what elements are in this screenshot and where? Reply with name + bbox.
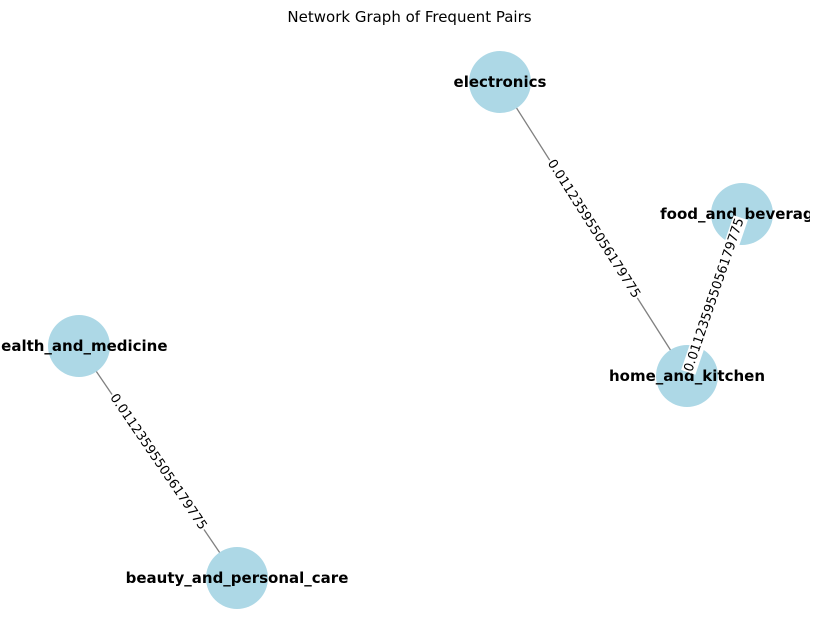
node-food-and-beverage <box>711 183 773 245</box>
node-label-health-and-medicine: health_and_medicine <box>0 337 168 355</box>
edge-label: 0.011235955056179775 <box>106 391 209 533</box>
node-label-home-and-kitchen: home_and_kitchen <box>609 367 765 385</box>
node-electronics <box>469 51 531 113</box>
edge-label-bg <box>681 215 748 375</box>
node-label-beauty-and-personal-care: beauty_and_personal_care <box>126 569 349 587</box>
node-health-and-medicine <box>48 315 110 377</box>
edge-label-bg <box>105 390 211 534</box>
edge-labels-layer: 0.011235955056179775 0.011235955056179775… <box>105 156 748 534</box>
graph-title: Network Graph of Frequent Pairs <box>287 8 531 26</box>
edge-label-group-2: 0.011235955056179775 <box>105 390 211 534</box>
edge-label-group-1: 0.011235955056179775 <box>681 215 748 375</box>
edge-label: 0.011235955056179775 <box>681 216 747 374</box>
edge-label-group-0: 0.011235955056179775 <box>543 156 644 302</box>
edge-label-bg <box>543 156 644 302</box>
node-label-electronics: electronics <box>454 73 547 91</box>
node-labels-layer: electronics food_and_beverage home_and_kit… <box>0 73 819 587</box>
node-home-and-kitchen <box>656 345 718 407</box>
nodes-layer <box>48 51 773 609</box>
node-label-food-and-beverage: food_and_beverage <box>660 205 819 223</box>
edge-label: 0.011235955056179775 <box>544 157 643 301</box>
node-beauty-and-personal-care <box>206 547 268 609</box>
